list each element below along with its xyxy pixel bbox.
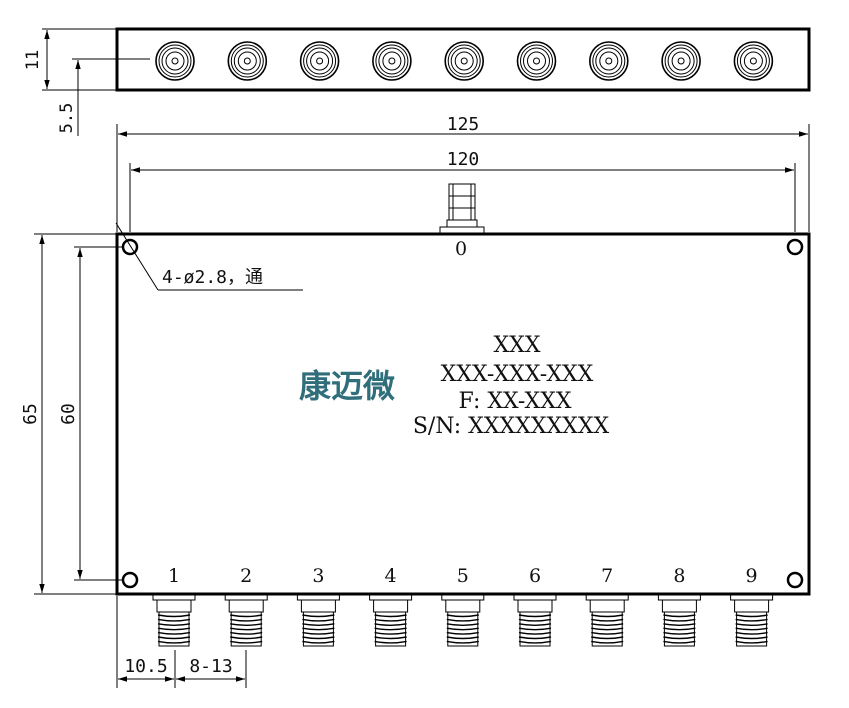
port-label-output: 8	[673, 565, 685, 587]
top-connector-icon	[588, 41, 629, 81]
dim-first-port: 10.5	[124, 656, 167, 677]
label-line-2: XXX-XXX-XXX	[441, 362, 594, 387]
output-ports: 1 2 3 4 5 6 7 8 9	[152, 565, 774, 647]
top-connector-icon	[733, 41, 774, 81]
input-connector	[439, 183, 485, 236]
dim-overall-width: 125	[447, 114, 480, 135]
output-connector-icon	[152, 593, 196, 647]
output-connector-icon	[224, 593, 268, 647]
hole-callout-text: 4-ø2.8，通	[162, 267, 263, 288]
top-connector-icon	[299, 41, 340, 81]
output-connector-icon	[513, 593, 557, 647]
product-label: 康迈微 XXX XXX-XXX-XXX F: XX-XXX S/N: XXXXX…	[299, 333, 609, 439]
brand-logo: 康迈微	[299, 367, 395, 405]
port-label-output: 1	[168, 565, 180, 587]
port-label-output: 9	[746, 565, 758, 587]
output-connector-icon	[369, 593, 413, 647]
hole-callout: 4-ø2.8，通	[115, 222, 303, 291]
dim-top-height: 11	[23, 50, 43, 70]
top-view: 11 5.5	[23, 27, 811, 136]
port-label-output: 3	[312, 565, 324, 587]
output-connector-icon	[585, 593, 629, 647]
dim-top-offset: 5.5	[57, 103, 77, 134]
top-connector-icon	[661, 41, 701, 81]
top-connector-icon	[444, 41, 485, 81]
output-connector-icon	[730, 593, 774, 647]
mount-hole	[121, 238, 139, 256]
port-label-output: 7	[601, 565, 613, 587]
label-line-4: S/N: XXXXXXXXX	[413, 414, 610, 439]
port-label-output: 5	[457, 565, 469, 587]
output-connector-icon	[657, 593, 701, 647]
port-label-output: 4	[385, 565, 397, 587]
bottom-dimensions: 10.5 8-13	[116, 596, 247, 688]
output-connector-icon	[296, 593, 340, 647]
top-connector-icon	[227, 41, 268, 81]
dim-hole-width: 120	[447, 149, 480, 170]
output-connector-icon	[441, 593, 485, 647]
dim-port-pitch: 8-13	[189, 656, 232, 677]
port-label-input: 0	[455, 238, 467, 260]
top-view-connectors	[155, 41, 774, 81]
top-connector-icon	[516, 41, 557, 81]
label-line-3: F: XX-XXX	[458, 389, 571, 414]
width-dimensions: 125 120	[116, 114, 810, 232]
port-label-output: 2	[240, 565, 252, 587]
height-dimensions: 65 60	[20, 233, 122, 595]
top-view-body	[115, 27, 811, 92]
mount-holes	[121, 238, 804, 589]
top-connector-icon	[155, 41, 195, 81]
dim-overall-height: 65	[20, 403, 41, 425]
mount-hole	[786, 571, 804, 589]
top-connector-icon	[372, 41, 412, 81]
dim-hole-height: 60	[58, 403, 79, 425]
port-label-output: 6	[529, 565, 541, 587]
label-line-1: XXX	[494, 333, 541, 358]
mount-hole	[121, 571, 139, 589]
mount-hole	[786, 238, 804, 256]
